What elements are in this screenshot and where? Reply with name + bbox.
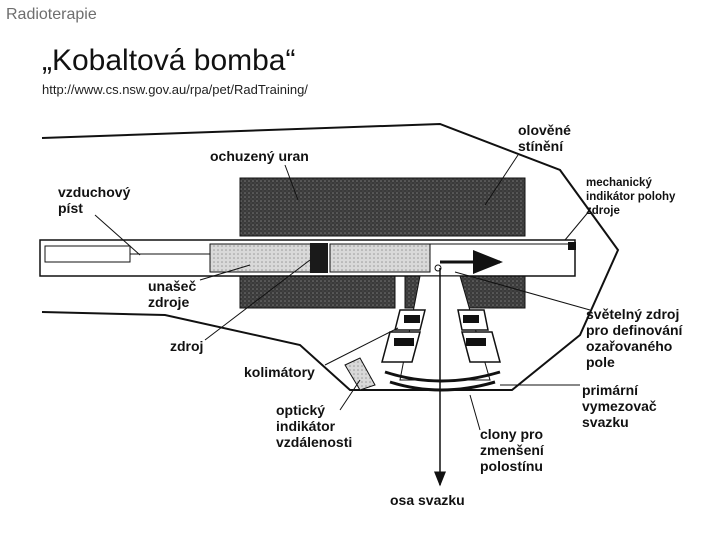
lower-shield-left: [239, 275, 396, 309]
penumbra-trimmer-2: [389, 380, 496, 392]
label-depleted-uranium: ochuzený uran: [210, 148, 309, 164]
piston-inner: [44, 245, 131, 263]
label-beam-axis: osa svazku: [390, 492, 465, 508]
housing-outline: [41, 122, 620, 391]
label-optical-distance-indicator: optický indikátor vzdálenosti: [276, 402, 353, 450]
optical-indicator: [344, 357, 376, 391]
section-header: Radioterapie: [6, 6, 97, 23]
label-air-piston: vzduchový píst: [58, 184, 131, 216]
label-source: zdroj: [170, 338, 204, 354]
upper-shield: [239, 177, 526, 237]
source-url: http://www.cs.nsw.gov.au/rpa/pet/RadTrai…: [42, 82, 308, 97]
cobalt-unit-drawing: [39, 122, 620, 487]
source-carrier: [209, 243, 316, 273]
label-light-source: světelný zdroj pro definování ozařovanéh…: [586, 306, 683, 370]
label-lead-shielding: olověné stínění: [518, 122, 571, 154]
label-collimators: kolimátory: [244, 364, 315, 380]
label-mechanical-position-indicator: mechanický indikátor polohy zdroje: [586, 177, 676, 217]
carrier-right: [329, 243, 431, 273]
label-source-carrier: unašeč zdroje: [148, 278, 197, 310]
label-primary-beam-limiter: primární vymezovač svazku: [582, 382, 657, 430]
penumbra-trimmer-1: [384, 370, 501, 383]
slide-title: „Kobaltová bomba“: [42, 44, 296, 77]
source: [310, 243, 328, 273]
cobalt-unit-diagram: olověné stínění ochuzený uran vzduchový …: [0, 100, 720, 540]
label-penumbra-trimmers: clony pro zmenšení polostínu: [480, 426, 544, 474]
